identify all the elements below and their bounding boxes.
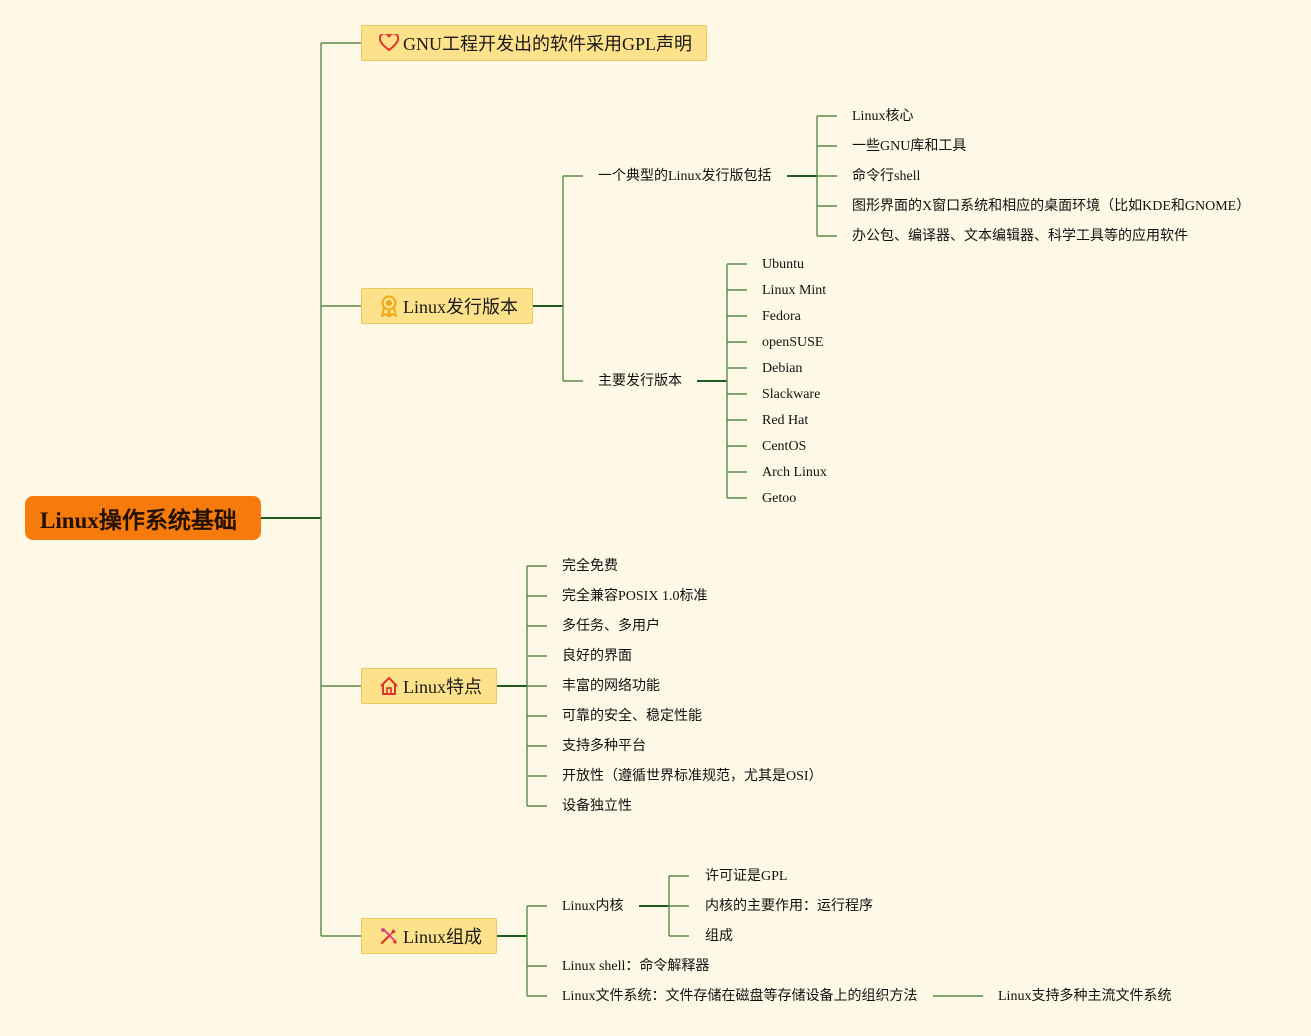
distro-item[interactable]: Getoo [762,491,797,506]
kernel-item[interactable]: 组成 [705,929,733,944]
feature-item[interactable]: 丰富的网络功能 [562,679,660,694]
branch-components[interactable]: Linux组成 [361,918,497,954]
typical-item[interactable]: 图形界面的X窗口系统和相应的桌面环境（比如KDE和GNOME） [852,199,1251,214]
distro-item[interactable]: Ubuntu [762,257,804,272]
kernel-item[interactable]: 内核的主要作用：运行程序 [705,899,873,914]
distro-item[interactable]: Linux Mint [762,283,827,298]
distro-item[interactable]: Slackware [762,387,821,402]
distro-item[interactable]: Fedora [762,309,801,324]
filesystem-item[interactable]: Linux支持多种主流文件系统 [998,989,1172,1004]
node-kernel[interactable]: Linux内核 [562,899,624,914]
feature-item[interactable]: 开放性（遵循世界标准规范，尤其是OSI） [562,769,823,784]
node-shell[interactable]: Linux shell：命令解释器 [562,959,710,974]
kernel-item[interactable]: 许可证是GPL [705,869,788,884]
distro-item[interactable]: Debian [762,361,803,376]
branch-features-label: Linux特点 [403,677,482,697]
feature-item[interactable]: 可靠的安全、稳定性能 [562,709,702,724]
branch-features[interactable]: Linux特点 [361,668,497,704]
distro-item[interactable]: Arch Linux [762,465,827,480]
feature-item[interactable]: 多任务、多用户 [562,619,660,634]
branch-distro[interactable]: Linux发行版本 [361,288,533,324]
typical-item[interactable]: 命令行shell [852,169,921,184]
distro-item[interactable]: CentOS [762,439,807,454]
node-major-distros[interactable]: 主要发行版本 [598,374,682,389]
root-label: Linux操作系统基础 [40,508,237,533]
distro-item[interactable]: Red Hat [762,413,809,428]
typical-item[interactable]: Linux核心 [852,109,914,124]
feature-item[interactable]: 完全兼容POSIX 1.0标准 [562,589,708,604]
distro-item[interactable]: openSUSE [762,335,824,350]
root-node[interactable]: Linux操作系统基础 [25,496,261,540]
heart-icon [378,32,400,54]
branch-distro-label: Linux发行版本 [403,297,518,317]
branch-gnu-label: GNU工程开发出的软件采用GPL声明 [403,34,693,54]
award-ribbon-icon [378,295,400,317]
tools-icon [378,925,400,947]
branch-gnu[interactable]: GNU工程开发出的软件采用GPL声明 [361,25,708,61]
feature-item[interactable]: 支持多种平台 [562,739,646,754]
typical-item[interactable]: 办公包、编译器、文本编辑器、科学工具等的应用软件 [852,229,1188,244]
feature-item[interactable]: 设备独立性 [562,799,632,814]
feature-item[interactable]: 完全免费 [562,559,618,574]
node-filesystem[interactable]: Linux文件系统：文件存储在磁盘等存储设备上的组织方法 [562,989,918,1004]
typical-item[interactable]: 一些GNU库和工具 [852,139,967,154]
branch-components-label: Linux组成 [403,927,482,947]
house-icon [378,675,400,697]
feature-item[interactable]: 良好的界面 [562,649,632,664]
node-typical-distro[interactable]: 一个典型的Linux发行版包括 [598,169,772,184]
